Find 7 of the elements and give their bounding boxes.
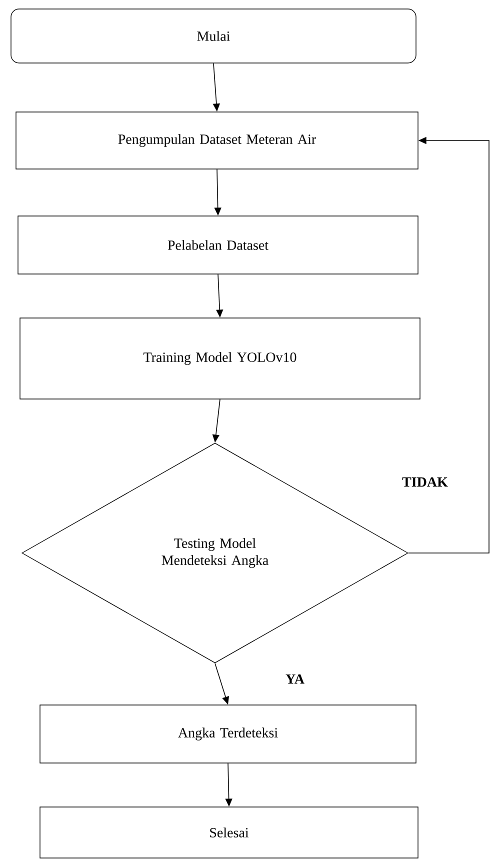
- start-box: Mulai: [10, 8, 416, 64]
- process-box: Pelabelan Dataset: [18, 216, 418, 274]
- process-box: Pengumpulan Dataset Meteran Air: [16, 112, 418, 170]
- edge-label: YA: [284, 673, 306, 685]
- process-box: Angka Terdeteksi: [40, 704, 416, 764]
- process-box: Training Model YOLOv10: [20, 318, 420, 400]
- process-box: Selesai: [40, 806, 418, 858]
